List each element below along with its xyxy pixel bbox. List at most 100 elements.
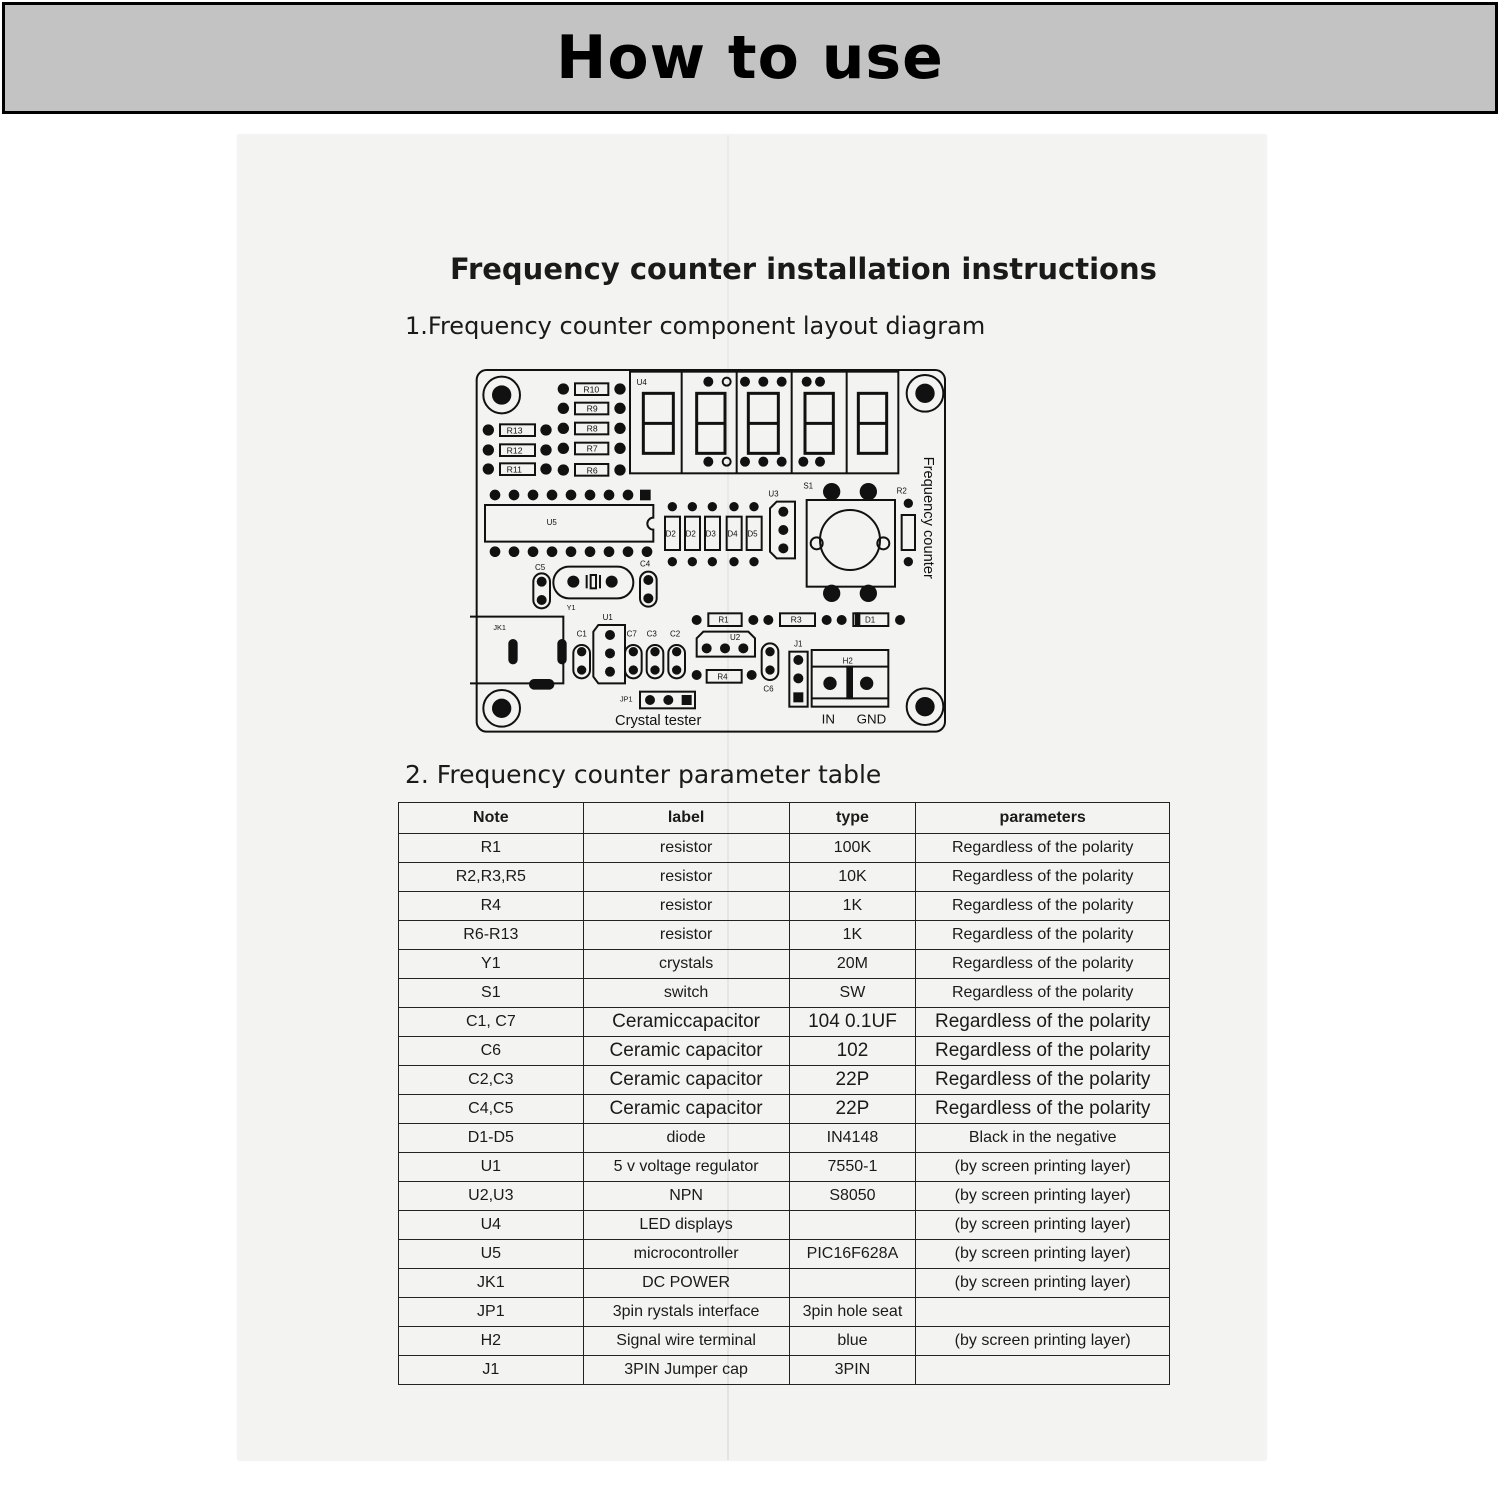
pcb-label: D1	[865, 616, 876, 625]
pcb-label: U1	[603, 613, 614, 622]
cell-parameters	[915, 1355, 1170, 1385]
pcb-shape	[801, 376, 812, 387]
cell-label: Ceramiccapacitor	[582, 1007, 790, 1037]
cell-note: U2,U3	[398, 1181, 584, 1211]
pcb-shape	[859, 483, 877, 501]
pcb-shape	[622, 546, 634, 557]
pcb-shape	[645, 695, 692, 705]
pcb-shape	[687, 557, 697, 567]
pcb-shape	[855, 612, 861, 627]
pcb-label: U2	[730, 633, 741, 642]
resistor-r6: R6	[557, 463, 626, 477]
capacitors-c1-c7-c3-c2: C1 C7 C3 C2	[572, 630, 686, 680]
cell-type: 1K	[788, 891, 917, 921]
pcb-shape	[557, 464, 569, 476]
pcb-label: D5	[747, 530, 758, 539]
pcb-shape	[482, 463, 494, 475]
pcb-shape	[650, 665, 660, 675]
pcb-shape	[793, 655, 804, 665]
pcb-shape	[760, 642, 780, 681]
pcb-shape	[667, 644, 686, 680]
pcb-shape	[703, 456, 714, 467]
pcb-shape	[557, 402, 569, 414]
pcb-shape	[748, 615, 759, 625]
pcb-shape	[915, 697, 935, 717]
pcb-label: C4	[640, 560, 651, 569]
pcb-shape	[821, 615, 832, 625]
pcb-shape	[672, 647, 682, 657]
cell-note: J1	[398, 1355, 584, 1385]
cell-type: 1K	[788, 920, 917, 950]
pcb-label: D3	[706, 530, 717, 539]
pcb-shape	[793, 692, 804, 703]
pcb-label: R8	[587, 424, 598, 434]
resistor-r7: R7	[557, 441, 626, 456]
regulator-u1: U1	[592, 613, 626, 685]
pcb-shape	[643, 575, 654, 585]
pcb-shape	[536, 595, 547, 605]
pcb-label: R3	[791, 615, 802, 625]
pcb-shape	[552, 565, 635, 600]
pcb-label: J1	[794, 640, 803, 649]
pcb-shape	[778, 543, 789, 554]
pcb-shape	[536, 576, 547, 587]
pcb-label: R4	[717, 672, 728, 681]
terminal-h2: H2 IN GND	[810, 648, 890, 726]
pcb-shape	[640, 489, 651, 501]
document-title: Frequency counter installation instructi…	[450, 252, 1157, 286]
pcb-shape	[667, 557, 677, 567]
cell-parameters: Regardless of the polarity	[915, 833, 1170, 863]
pcb-shape	[574, 382, 610, 396]
pcb-shape	[745, 515, 763, 551]
pcb-shape	[508, 546, 520, 557]
resistor-r8: R8	[557, 421, 626, 436]
pcb-label: R2	[897, 486, 908, 495]
section-2-heading: 2. Frequency counter parameter table	[405, 760, 882, 789]
pcb-shape	[614, 383, 626, 395]
pcb-shape	[623, 644, 643, 680]
pcb-shape	[567, 575, 580, 588]
cell-parameters: (by screen printing layer)	[915, 1181, 1170, 1211]
cell-parameters	[915, 1297, 1170, 1327]
pcb-shape	[707, 557, 717, 567]
pcb-shape	[540, 424, 552, 436]
pcb-shape	[763, 615, 832, 625]
header-label: label	[582, 802, 790, 834]
pcb-label: R11	[507, 464, 522, 474]
pcb-label: JK1	[493, 623, 506, 632]
pcb-shape	[492, 698, 512, 718]
pcb-shape	[684, 515, 701, 551]
mounting-holes	[482, 374, 945, 728]
pcb-shape	[746, 670, 757, 680]
cell-label: Signal wire terminal	[582, 1326, 790, 1356]
cell-label: Ceramic capacitor	[582, 1036, 790, 1066]
diodes-d1-d5: D2 D2 D3 D4 D5	[664, 502, 763, 567]
pcb-shape	[557, 422, 569, 434]
pcb-shape	[603, 489, 615, 501]
pcb-shape	[793, 673, 804, 684]
pcb-shape	[788, 650, 809, 708]
pcb-shape	[672, 665, 682, 675]
pcb-shape	[489, 546, 501, 557]
pcb-shape	[725, 515, 743, 551]
pcb-shape	[605, 575, 618, 588]
pcb-shape	[876, 536, 891, 551]
pcb-shape	[704, 515, 721, 551]
pcb-shape	[765, 665, 775, 675]
pcb-shape	[905, 687, 945, 726]
cell-label: resistor	[582, 920, 790, 950]
cell-parameters: Regardless of the polarity	[915, 891, 1170, 921]
cell-note: C1, C7	[398, 1007, 584, 1037]
pcb-shape	[577, 665, 587, 675]
cell-label: microcontroller	[582, 1239, 790, 1269]
cell-note: U5	[398, 1239, 584, 1269]
pcb-shape	[779, 612, 816, 627]
